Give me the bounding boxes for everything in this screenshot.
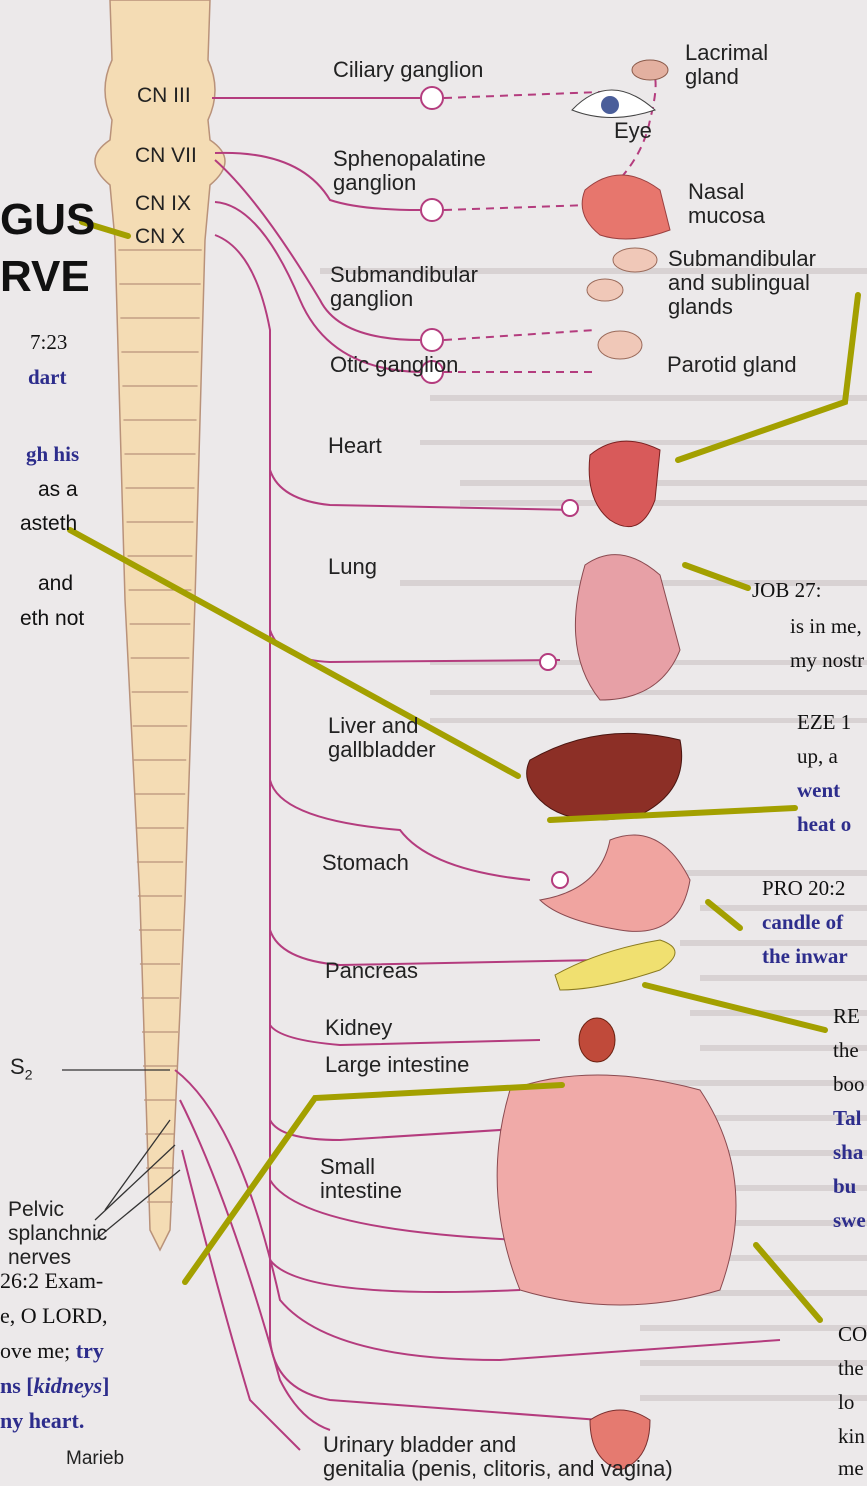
label-intestine: intestine [320,1178,402,1204]
label-sphenopalatine-2: ganglion [333,170,416,196]
author-credit: Marieb [66,1448,124,1470]
label-ciliary-ganglion: Ciliary ganglion [333,57,483,83]
label-sphenopalatine: Sphenopalatine [333,146,486,172]
verse-pro-1: PRO 20:2 [762,876,845,901]
verse-job-1: JOB 27: [752,578,821,603]
label-large-intestine: Large intestine [325,1052,469,1078]
label-submandibular-ganglion-2: ganglion [330,286,413,312]
verse-co-3: lo [838,1390,854,1415]
label-kidney: Kidney [325,1015,392,1041]
label-lung: Lung [328,554,377,580]
verse-left-5: asteth [20,512,77,536]
label-genitalia: genitalia (penis, clitoris, and vagina) [323,1456,673,1482]
label-gallbladder: gallbladder [328,737,436,763]
label-submandibular-ganglion: Submandibular [330,262,478,288]
verse-co-1: CO [838,1322,867,1347]
verse-re-3: boo [833,1072,865,1097]
spinal-cord [95,0,225,1250]
title-vagus: GUS [0,195,95,245]
label-small: Small [320,1154,375,1180]
verse-eze-2: up, a [797,744,838,769]
label-cn-iii: CN III [137,84,191,108]
label-liver: Liver and [328,713,419,739]
verse-psalm-5: ny heart. [0,1408,84,1434]
label-pelvic: Pelvic [8,1198,64,1222]
label-nerves: nerves [8,1246,71,1270]
label-sublingual: and sublingual [668,270,810,296]
verse-eze-1: EZE 1 [797,710,851,735]
verse-eze-4: heat o [797,812,851,837]
label-cn-vii: CN VII [135,144,197,168]
verse-pro-3: the inwar [762,944,848,969]
label-eye: Eye [614,118,652,144]
label-glands: glands [668,294,733,320]
verse-psalm-4: ns [kidneys] [0,1373,109,1399]
label-submandibular-gland: Submandibular [668,246,816,272]
label-mucosa: mucosa [688,203,765,229]
label-cn-ix: CN IX [135,192,191,216]
verse-psalm-2: e, O LORD, [0,1303,108,1329]
verse-re-6: bu [833,1174,856,1199]
verse-psalm-1: 26:2 Exam- [0,1268,103,1294]
label-heart: Heart [328,433,382,459]
verse-job-2: is in me, [790,614,862,639]
verse-psalm-3: ove me; try [0,1338,104,1364]
verse-co-2: the [838,1356,864,1381]
verse-re-1: RE [833,1004,860,1029]
verse-left-4: as a [38,478,78,502]
label-lacrimal-2: gland [685,64,739,90]
verse-left-3: gh his [26,442,79,467]
verse-left-6: and [38,572,73,596]
title-nerve: RVE [0,252,90,302]
label-splanchnic: splanchnic [8,1222,107,1246]
label-urinary-bladder: Urinary bladder and [323,1432,516,1458]
label-pancreas: Pancreas [325,958,418,984]
verse-left-7: eth not [20,607,84,631]
verse-re-7: swe [833,1208,866,1233]
verse-pro-2: candle of [762,910,843,935]
verse-left-1: 7:23 [30,330,67,355]
label-lacrimal: Lacrimal [685,40,768,66]
verse-left-2: dart [28,365,67,390]
verse-job-3: my nostr [790,648,864,673]
label-otic-ganglion: Otic ganglion [330,352,458,378]
label-cn-x: CN X [135,225,185,249]
verse-re-2: the [833,1038,859,1063]
label-parotid: Parotid gland [667,352,797,378]
verse-re-4: Tal [833,1106,861,1131]
verse-eze-3: went [797,778,840,803]
label-stomach: Stomach [322,850,409,876]
verse-co-5: me [838,1456,864,1481]
label-nasal: Nasal [688,179,744,205]
verse-re-5: sha [833,1140,863,1165]
verse-co-4: kin [838,1424,865,1449]
label-s2: S2 [10,1054,32,1082]
